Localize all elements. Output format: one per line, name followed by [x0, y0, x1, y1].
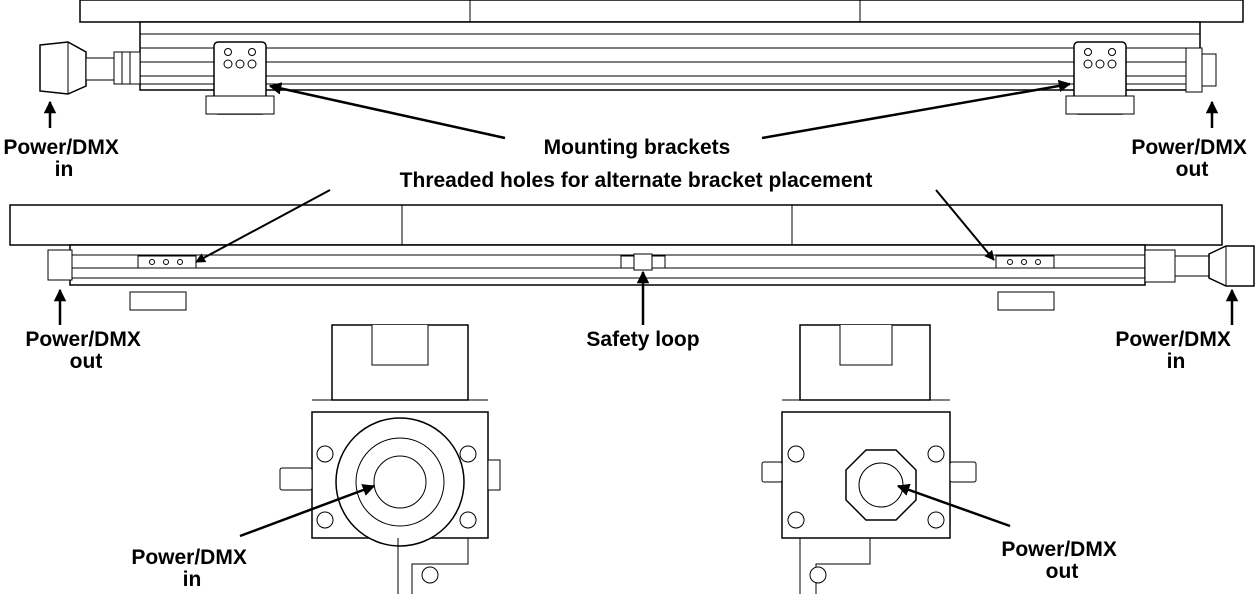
label-bottom-out-line2: out — [1046, 560, 1079, 583]
label-safety-loop: Safety loop — [586, 328, 699, 351]
left-threaded-holes — [137, 255, 197, 269]
label-mid-out-line1: Power/DMX — [25, 328, 141, 351]
top-right-bracket — [1065, 41, 1135, 115]
mid-right-bracket — [997, 291, 1055, 311]
middle-fixture — [9, 204, 1255, 311]
label-threaded-holes: Threaded holes for alternate bracket pla… — [400, 169, 873, 192]
end-view-in — [279, 324, 501, 594]
label-mid-in-line2: in — [1167, 350, 1186, 373]
top-left-bracket — [205, 41, 275, 115]
top-right-connector — [1185, 47, 1203, 93]
label-top-in-line2: in — [55, 158, 74, 181]
label-top-out-line2: out — [1176, 158, 1209, 181]
label-mid-out-line2: out — [70, 350, 103, 373]
label-top-in-line1: Power/DMX — [3, 136, 119, 159]
label-bottom-in-line2: in — [183, 568, 202, 591]
top-fixture — [39, 0, 1244, 115]
callout-arrows — [43, 79, 1239, 538]
label-mid-in-line1: Power/DMX — [1115, 328, 1231, 351]
label-top-in: Power/DMX in — [3, 136, 124, 181]
label-bottom-out-line1: Power/DMX — [1001, 538, 1117, 561]
label-mid-out: Power/DMX out — [25, 328, 146, 373]
label-top-out: Power/DMX out — [1131, 136, 1252, 181]
right-threaded-holes — [995, 255, 1055, 269]
label-top-out-line1: Power/DMX — [1131, 136, 1247, 159]
label-bottom-out: Power/DMX out — [1001, 538, 1122, 583]
safety-loop — [620, 253, 666, 271]
top-left-connector — [39, 41, 141, 95]
mid-left-connector — [47, 249, 73, 281]
label-mid-in: Power/DMX in — [1115, 328, 1236, 373]
label-mounting-brackets: Mounting brackets — [544, 136, 731, 159]
mid-right-connector — [1144, 245, 1255, 287]
mid-left-bracket — [129, 291, 187, 311]
end-view-out — [761, 324, 977, 594]
label-bottom-in-line1: Power/DMX — [131, 546, 247, 569]
label-bottom-in: Power/DMX in — [131, 546, 252, 591]
